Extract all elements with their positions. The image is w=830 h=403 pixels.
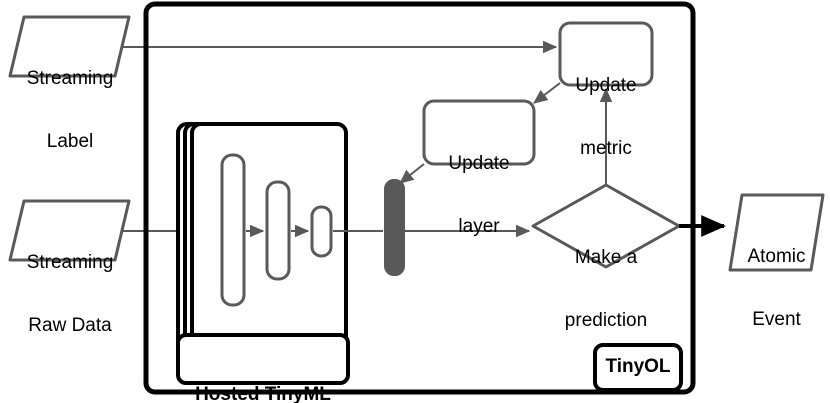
edge-update-metric-to-update-layer (533, 82, 561, 104)
model-layer-3 (310, 205, 333, 258)
update-layer-box (422, 99, 536, 166)
make-a-prediction-diamond (531, 183, 681, 269)
tinyol-container (143, 1, 696, 395)
streaming-raw-data-shape (8, 199, 131, 262)
tinyol-layer-bar (384, 179, 405, 276)
streaming-label-shape (8, 15, 131, 78)
hosted-tinyml-models-label-box (176, 333, 350, 385)
model-layer-1 (220, 153, 246, 307)
atomic-event-shape (728, 193, 825, 272)
update-metric-box (558, 21, 654, 87)
model-layer-2 (265, 180, 291, 281)
tinyol-badge-box (593, 343, 683, 392)
edge-update-layer-to-tinyol-layer (399, 163, 425, 184)
